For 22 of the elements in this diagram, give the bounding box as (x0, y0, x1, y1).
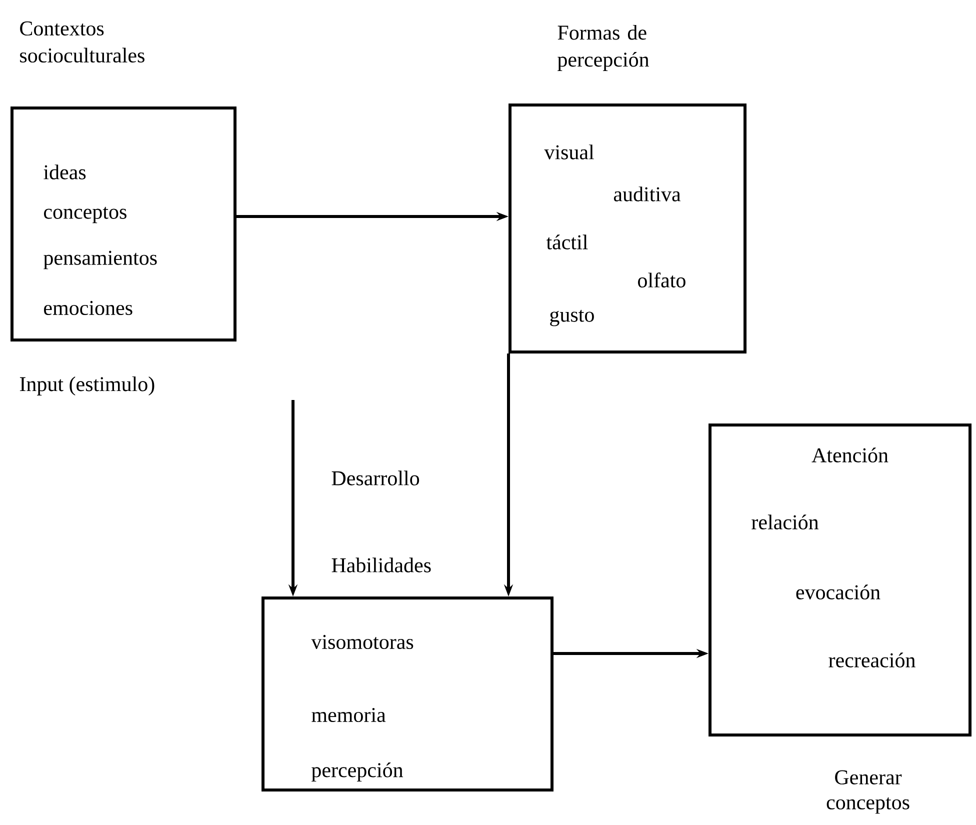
list-item: olfato (638, 272, 686, 288)
list-item: Atención (812, 448, 888, 462)
list-item: percepción (312, 762, 403, 782)
list-item: conceptos (44, 206, 126, 224)
list-item: ideas (44, 164, 86, 180)
list-item: relación (752, 514, 819, 530)
box-caption: Generar conceptos (826, 770, 910, 814)
list-item: emociones (44, 300, 132, 316)
list-item: pensamientos (44, 250, 157, 270)
list-item: recreación (828, 652, 916, 668)
box-heading: Contextos socioculturales (20, 21, 144, 63)
box-heading: Formas de percepción (558, 24, 650, 71)
flow-label: Input (estimulo) (20, 376, 154, 396)
list-item: auditiva (614, 186, 681, 202)
flow-label: Desarrollo (332, 470, 420, 486)
list-item: táctil (546, 234, 588, 250)
list-item: visomotoras (311, 634, 414, 650)
box-heading: Habilidades (332, 558, 431, 572)
list-item: visual (544, 144, 594, 160)
list-item: memoria (312, 708, 386, 722)
list-item: gusto (550, 310, 594, 326)
list-item: evocación (796, 584, 880, 600)
